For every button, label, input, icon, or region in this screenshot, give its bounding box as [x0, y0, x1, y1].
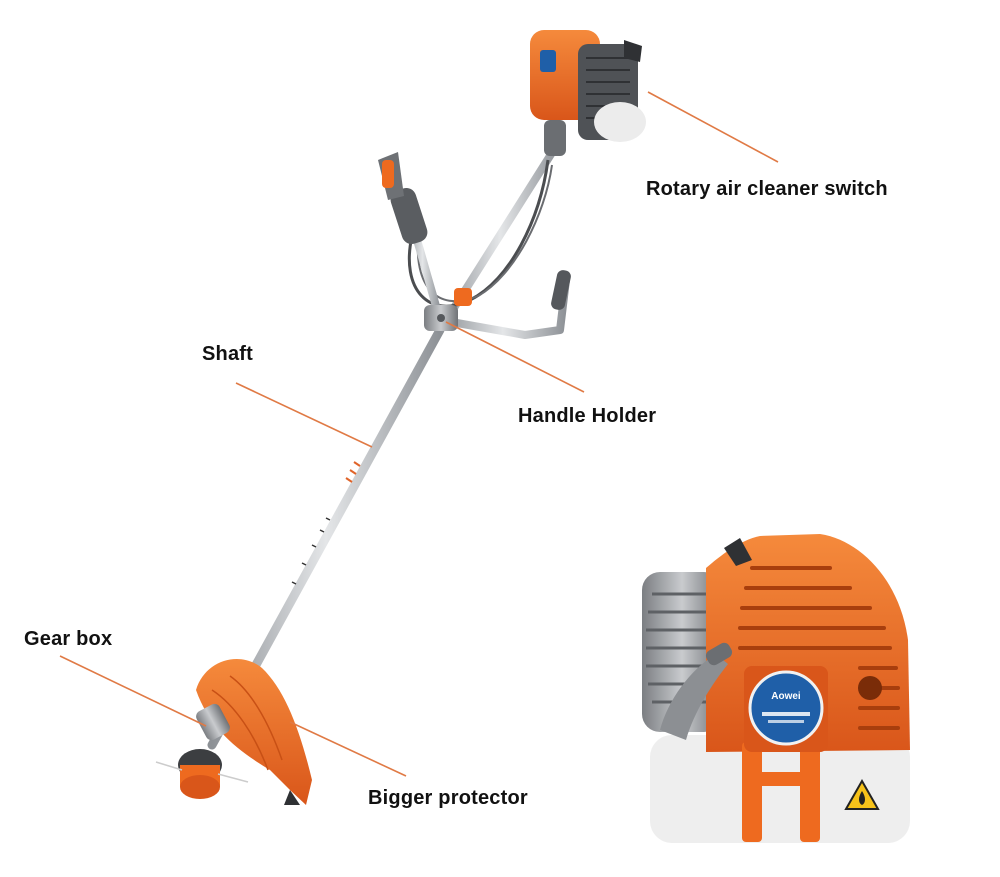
callout-rotary-air-cleaner-switch: Rotary air cleaner switch [646, 178, 888, 200]
engine-top [530, 30, 646, 156]
callout-shaft: Shaft [202, 343, 253, 365]
callout-bigger-protector: Bigger protector [368, 787, 528, 809]
callout-gear-box: Gear box [24, 628, 113, 650]
brush-cutter [155, 30, 646, 805]
gear-box [196, 703, 230, 741]
throttle-handle [378, 152, 428, 245]
shaft-text-marks [291, 517, 331, 585]
callout-lines [59, 91, 779, 777]
engine-closeup: Aowei [642, 534, 910, 843]
line-rotary-switch [647, 91, 779, 163]
top-knob [724, 538, 752, 566]
throttle-cable-2 [416, 164, 553, 303]
trimmer-head [155, 749, 249, 799]
badge-brand-text: Aowei [771, 691, 801, 702]
bigger-protector [196, 659, 312, 805]
line-bigger-protector [289, 721, 407, 777]
right-grip [551, 270, 571, 310]
brand-badge: Aowei [744, 666, 828, 752]
shaft-decal [345, 461, 361, 483]
recoil-starter [660, 654, 728, 740]
frame-bars [742, 742, 820, 842]
warning-icon [844, 778, 880, 810]
exhaust-port [858, 676, 882, 700]
line-shaft [235, 382, 373, 448]
starter-grip [705, 642, 733, 666]
line-handle-holder [445, 321, 585, 393]
line-gear-box [59, 655, 207, 727]
fuel-tank [650, 735, 910, 843]
callout-handle-holder: Handle Holder [518, 405, 657, 427]
